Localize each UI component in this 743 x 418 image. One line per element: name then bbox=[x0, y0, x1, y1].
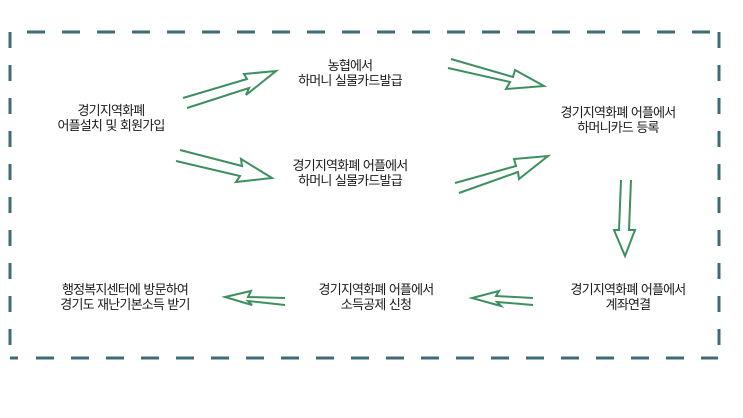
node-line-1: 경기지역화폐 bbox=[77, 104, 146, 119]
node-line-2: 하머니 실물카드발급 bbox=[298, 74, 403, 89]
node-line-2: 하머니카드 등록 bbox=[577, 121, 659, 136]
node-line-1: 경기지역화폐 어플에서 bbox=[318, 283, 435, 298]
node-income-deduction: 경기지역화폐 어플에서 소득공제 신청 bbox=[318, 283, 435, 313]
node-line-1: 농협에서 bbox=[327, 59, 373, 74]
node-line-2: 계좌연결 bbox=[605, 298, 651, 313]
arrow-account-to-deduction bbox=[468, 289, 534, 308]
arrow-register-to-account bbox=[612, 179, 637, 259]
arrow-app-card-to-register bbox=[454, 154, 552, 194]
node-line-1: 경기지역화폐 어플에서 bbox=[560, 106, 677, 121]
node-app-physical-card: 경기지역화폐 어플에서 하머니 실물카드발급 bbox=[292, 159, 409, 189]
node-line-2: 어플설치 및 회원가입 bbox=[57, 119, 165, 134]
node-line-1: 경기지역화폐 어플에서 bbox=[292, 159, 409, 174]
node-line-2: 경기도 재난기본소득 받기 bbox=[60, 298, 190, 313]
node-line-1: 경기지역화폐 어플에서 bbox=[570, 283, 687, 298]
node-nh-physical-card: 농협에서 하머니 실물카드발급 bbox=[298, 59, 403, 89]
arrow-deduction-to-basic-income bbox=[221, 289, 286, 306]
dashed-border bbox=[8, 30, 721, 360]
node-register-card: 경기지역화폐 어플에서 하머니카드 등록 bbox=[560, 106, 677, 136]
node-line-1: 행정복지센터에 방문하여 bbox=[61, 283, 189, 298]
node-basic-income: 행정복지센터에 방문하여 경기도 재난기본소득 받기 bbox=[60, 283, 190, 313]
node-line-2: 하머니 실물카드발급 bbox=[298, 174, 403, 189]
node-app-install-signup: 경기지역화폐 어플설치 및 회원가입 bbox=[57, 104, 165, 134]
arrow-install-to-nh-card bbox=[182, 69, 280, 109]
arrow-nh-card-to-register bbox=[447, 58, 548, 91]
node-link-account: 경기지역화폐 어플에서 계좌연결 bbox=[570, 283, 687, 313]
arrow-install-to-app-card bbox=[175, 149, 276, 184]
node-line-2: 소득공제 신청 bbox=[340, 298, 412, 313]
